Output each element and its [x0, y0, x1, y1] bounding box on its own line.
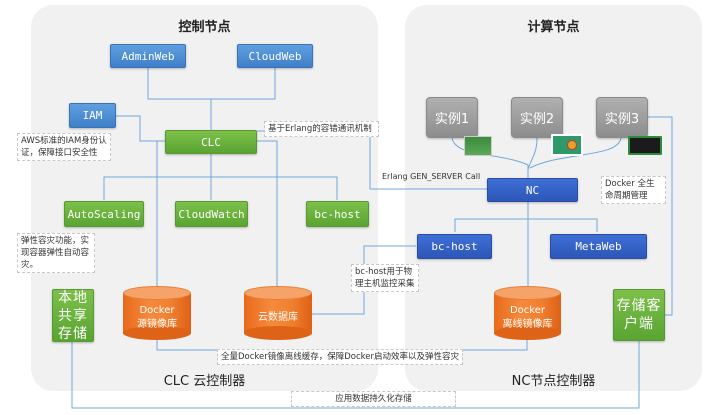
docker-offline-repo-line2: 离线镜像库	[502, 319, 553, 330]
cloud-database-db: 云数据库	[244, 286, 312, 340]
docker-source-repo-line1: Docker	[139, 305, 175, 316]
bc-host-node-nc: bc-host	[417, 234, 492, 259]
iam-note: AWS标准的IAM身份认证，保障接口安全性	[17, 133, 111, 161]
docker-offline-repo-db: Docker 离线镜像库	[494, 286, 561, 340]
instance-2-node: 实例2	[511, 97, 563, 138]
erlang-gen-server-note: Erlang GEN_SERVER Call	[382, 172, 481, 181]
persistent-storage-note: 应用数据持久化存储	[291, 391, 456, 407]
clc-controller-label: CLC 云控制器	[163, 374, 246, 389]
autoscaling-node: AutoScaling	[64, 201, 144, 227]
docker-lifecycle-note: Docker 全生命周期管理	[601, 176, 666, 204]
bc-host-node-clc: bc-host	[306, 201, 369, 227]
docker-offline-cache-note: 全量Docker镜像离线缓存，保障Docker启动效率以及弹性容灾	[217, 349, 464, 365]
instance-1-node: 实例1	[426, 97, 478, 138]
iam-node: IAM	[69, 103, 116, 128]
storage-client-node: 存储客户端	[613, 289, 665, 341]
expansion-card-icon	[551, 134, 583, 156]
ssd-icon	[628, 136, 662, 155]
cloud-web-node: CloudWeb	[237, 44, 313, 68]
cloud-database-label: 云数据库	[258, 312, 298, 323]
nc-node: NC	[487, 178, 578, 202]
local-shared-storage-node: 本地共享存储	[52, 289, 94, 342]
control-node-title: 控制节点	[178, 20, 231, 35]
cloudwatch-node: CloudWatch	[175, 201, 248, 227]
network-card-icon	[464, 136, 492, 156]
instance-3-node: 实例3	[596, 97, 648, 138]
autoscaling-note: 弹性容灾功能，实现容器弹性自动容灾。	[17, 233, 95, 273]
docker-source-repo-line2: 源镜像库	[137, 319, 177, 330]
nc-controller-label: NC节点控制器	[511, 374, 596, 389]
bc-host-monitor-note: bc-host用于物理主机监控采集	[351, 264, 419, 292]
docker-source-repo-db: Docker 源镜像库	[123, 286, 191, 340]
admin-web-node: AdminWeb	[110, 44, 186, 68]
docker-offline-repo-line1: Docker	[509, 305, 545, 316]
erlang-fault-tolerance-note: 基于Erlang的容错通讯机制	[264, 121, 379, 137]
metaweb-node: MetaWeb	[550, 234, 647, 259]
compute-node-title: 计算节点	[527, 20, 580, 35]
clc-node: CLC	[165, 130, 257, 154]
